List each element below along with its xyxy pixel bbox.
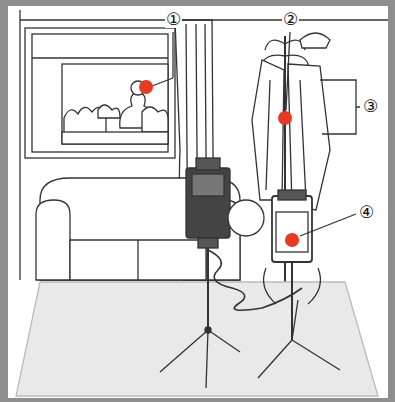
callout-number: ③ xyxy=(362,97,379,115)
callout-number: ① xyxy=(165,10,182,28)
callout-number: ④ xyxy=(358,203,375,221)
callout-number: ② xyxy=(282,10,299,28)
